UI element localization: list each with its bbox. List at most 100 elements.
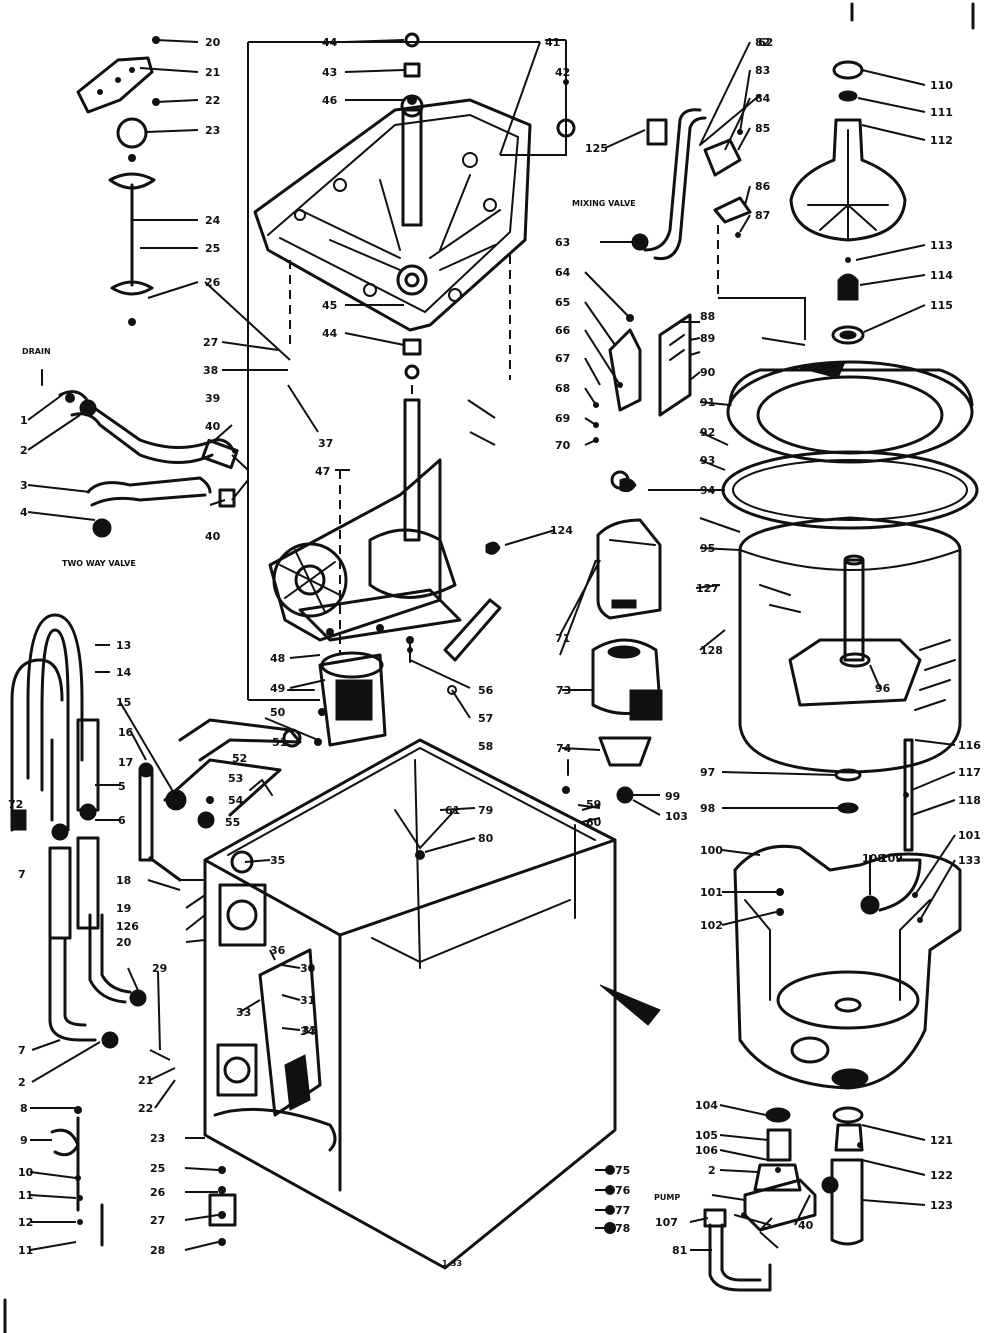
callout-37: 37 [318,437,333,450]
callout-2: 2 [18,1076,26,1089]
cabinet [203,738,661,1270]
callout-102: 102 [700,919,723,932]
callout-40: 40 [205,420,221,433]
callout-62: 62 [758,36,773,49]
callout-26: 26 [150,1186,166,1199]
small-parts-left [50,1106,104,1247]
callout-66: 66 [555,324,571,337]
callout-86: 86 [755,180,771,193]
callout-110: 110 [930,79,953,92]
callout-84: 84 [755,92,771,105]
callout-80: 80 [478,832,494,845]
callout-65: 65 [555,296,570,309]
callout-36: 36 [270,944,286,957]
callout-96: 96 [875,682,891,695]
bracket-small [163,758,282,826]
callout-29: 29 [152,962,167,975]
callout-114: 114 [930,269,953,282]
callout-49: 49 [270,682,285,695]
callout-4: 4 [20,506,28,519]
agitator [789,60,907,345]
callout-30: 30 [300,962,316,975]
callout-1: 1 [20,414,28,427]
callout-76: 76 [615,1184,631,1197]
callout-99: 99 [665,790,680,803]
callout-101: 101 [958,829,981,842]
callout-83: 83 [755,64,770,77]
callout-34: 34 [300,1025,316,1038]
callout-9: 9 [20,1134,28,1147]
wiring-harness [138,718,302,882]
callout-55: 55 [225,816,240,829]
callout-75: 75 [615,1164,630,1177]
callout-3: 3 [20,479,28,492]
callout-42: 42 [555,66,570,79]
callout-128: 128 [700,644,723,657]
callout-105: 105 [695,1129,718,1142]
callout-52: 52 [232,752,247,765]
callout-11: 11 [18,1244,33,1257]
callout-56: 56 [478,684,494,697]
callout-70: 70 [555,439,571,452]
text-labels: DRAIN TWO WAY VALVE MIXING VALVE PUMP 1-… [22,199,680,1268]
callout-111: 111 [930,106,953,119]
callout-98: 98 [700,802,715,815]
callout-117: 117 [958,766,981,779]
mid-small-parts [248,689,326,716]
callout-85: 85 [755,122,770,135]
callout-27: 27 [203,336,218,349]
callout-91: 91 [700,396,715,409]
callout-50: 50 [270,706,286,719]
callout-11: 11 [18,1189,33,1202]
callout-19: 19 [116,902,131,915]
pump-label: PUMP [654,1193,680,1202]
callout-45: 45 [322,299,337,312]
callout-94: 94 [700,484,716,497]
callout-21: 21 [205,66,220,79]
callout-103: 103 [665,810,688,823]
callout-20: 20 [205,36,221,49]
callout-23: 23 [205,124,220,137]
callout-41: 41 [545,36,560,49]
callout-113: 113 [930,239,953,252]
callout-118: 118 [958,794,981,807]
fill-hose-coils [10,613,187,940]
callout-107: 107 [655,1216,678,1229]
callout-61: 61 [445,804,460,817]
callout-39: 39 [205,392,220,405]
callout-35: 35 [270,854,285,867]
callout-104: 104 [695,1099,718,1112]
callout-18: 18 [116,874,131,887]
callout-10: 10 [18,1166,34,1179]
callout-121: 121 [930,1134,953,1147]
mixing-valve-label: MIXING VALVE [572,199,636,208]
callout-labels: 20 21 22 23 24 25 26 27 38 37 39 40 40 1… [8,36,981,1257]
callout-22: 22 [205,94,220,107]
callout-69: 69 [555,412,570,425]
callout-127: 127 [696,582,719,595]
callout-8: 8 [20,1102,28,1115]
callout-109: 109 [880,852,903,865]
callout-93: 93 [700,454,715,467]
callout-15: 15 [116,696,131,709]
callout-72: 72 [8,798,23,811]
callout-16: 16 [118,726,134,739]
callout-108: 108 [862,852,885,865]
callout-101: 101 [700,886,723,899]
callout-44: 44 [322,36,338,49]
callout-58: 58 [478,740,493,753]
callout-88: 88 [700,310,715,323]
callout-13: 13 [116,639,131,652]
callout-64: 64 [555,266,571,279]
callout-25: 25 [205,242,220,255]
drain-hook-assembly [76,36,160,326]
callout-57: 57 [478,712,493,725]
callout-106: 106 [695,1144,718,1157]
callout-48: 48 [270,652,285,665]
callout-28: 28 [150,1244,165,1257]
callout-122: 122 [930,1169,953,1182]
callout-32: 32 [302,1024,317,1037]
callout-7: 7 [18,1044,26,1057]
callout-79: 79 [478,804,493,817]
